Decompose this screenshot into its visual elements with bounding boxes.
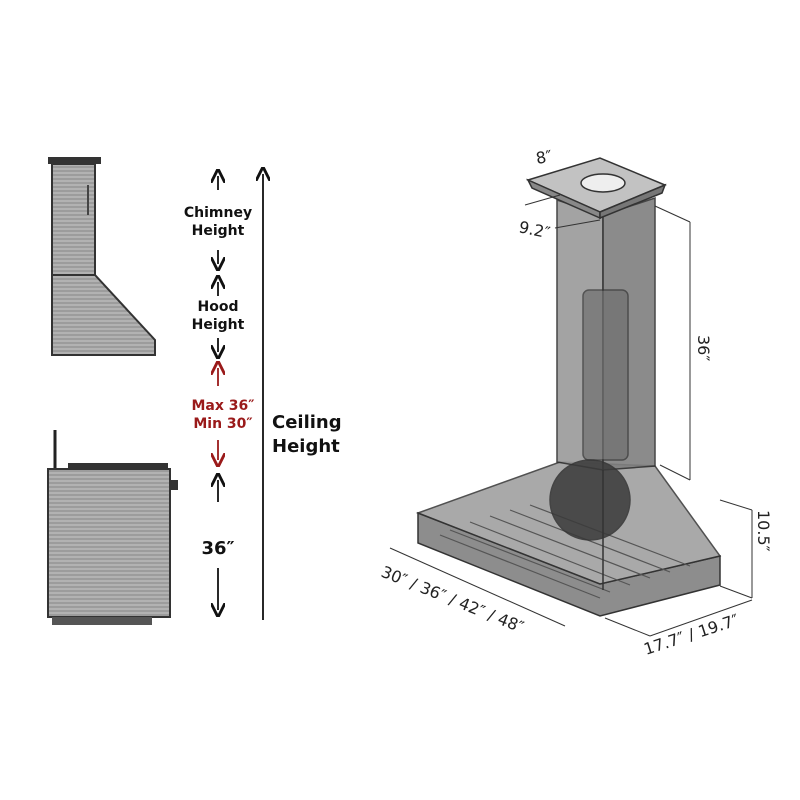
duct-width-label: 8″ — [534, 146, 553, 168]
max-clearance-label: Max 36″ — [191, 398, 254, 414]
hood-height-dimension: 10.5″ — [754, 510, 773, 552]
counter-height-label: 36″ — [201, 538, 234, 559]
ceiling-height-label: Ceiling — [272, 412, 342, 433]
hood-height-label-2: Height — [192, 317, 245, 333]
ceiling-height-label-2: Height — [272, 436, 340, 457]
iso-dimension-lines — [389, 194, 753, 637]
side-range-illustration — [47, 430, 178, 625]
chimney-height-dimension: 36″ — [694, 335, 713, 361]
chimney-height-label-2: Height — [192, 223, 245, 239]
hood-height-label: Hood — [198, 299, 239, 315]
chimney-depth-label: 9.2″ — [517, 217, 552, 242]
chimney-height-label: Chimney — [184, 205, 252, 221]
isometric-hood-illustration — [415, 157, 722, 617]
side-hood-illustration — [48, 157, 156, 356]
min-clearance-label: Min 30″ — [193, 416, 252, 432]
depth-options-label: 17.7″ / 19.7″ — [641, 610, 741, 659]
dimension-arrows — [218, 174, 263, 620]
